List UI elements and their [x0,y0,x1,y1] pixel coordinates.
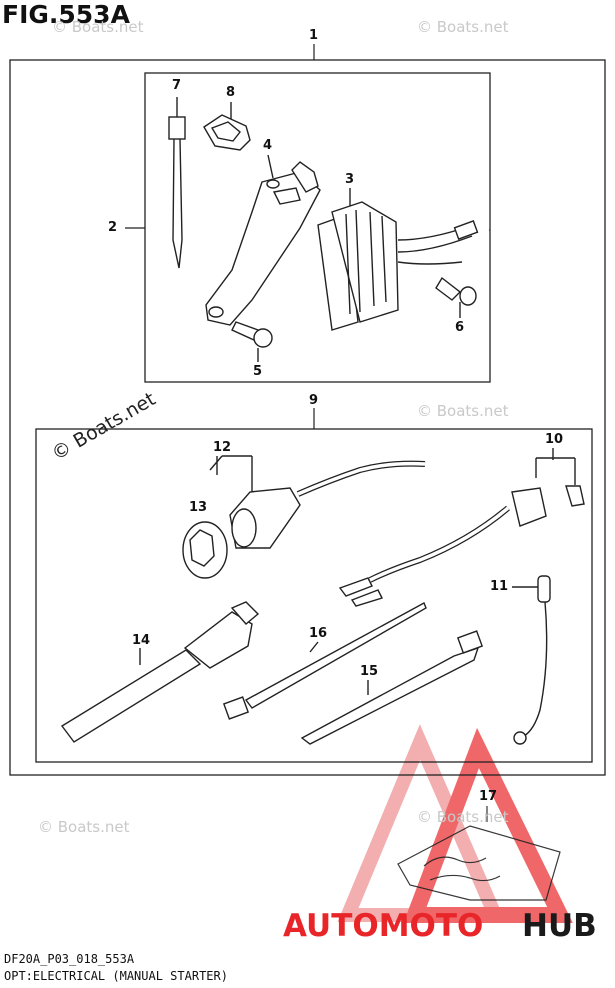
callout-10: 10 [545,432,564,447]
callout-6: 6 [455,320,465,335]
callout-12: 12 [213,440,232,455]
watermark: © Boats.net [417,18,509,36]
figure-code: DF20A_P03_018_553A [4,952,135,966]
callout-7: 7 [172,78,182,93]
connector-part-12-13 [182,455,426,579]
ground-lead-part-11 [512,575,551,745]
bolt-part-6 [435,276,477,318]
callout-1: 1 [309,28,319,43]
kit-frame-2 [144,72,491,383]
callout-13: 13 [189,500,208,515]
bolt-part-5 [231,321,273,362]
watermark: © Boats.net [417,808,509,826]
logo-triangles [337,724,573,923]
clip-part-8 [203,102,251,151]
callout-5: 5 [253,364,263,379]
figure-title: FIG.553A [2,0,130,29]
watermark: © Boats.net [52,18,144,36]
tie-part-15 [300,630,484,745]
bag-part-17 [397,806,561,901]
logo-text-red: AUTOMOTO [283,908,484,944]
callout-14: 14 [132,633,151,648]
watermark: © Boats.net [417,402,509,420]
callout-11: 11 [490,579,509,594]
rectifier-part-3 [317,188,479,331]
bracket-part-4 [205,154,321,326]
callout-15: 15 [360,664,379,679]
watermark: © Boats.net [38,818,130,836]
callout-16: 16 [309,626,328,641]
figure-caption: OPT:ELECTRICAL (MANUAL STARTER) [4,969,228,983]
callout-2: 2 [108,220,118,235]
callout-9: 9 [309,393,319,408]
callout-8: 8 [226,85,236,100]
cable-tie-part-7 [168,97,186,269]
sleeve-part-14 [60,601,260,743]
callout-3: 3 [345,172,355,187]
cable-tie-part-16 [222,602,427,720]
harness-part-10 [338,448,585,607]
callout-4: 4 [263,138,273,153]
callout-17: 17 [479,789,498,804]
logo-text-black: HUB [522,908,597,944]
kit-frame-1 [9,59,606,776]
